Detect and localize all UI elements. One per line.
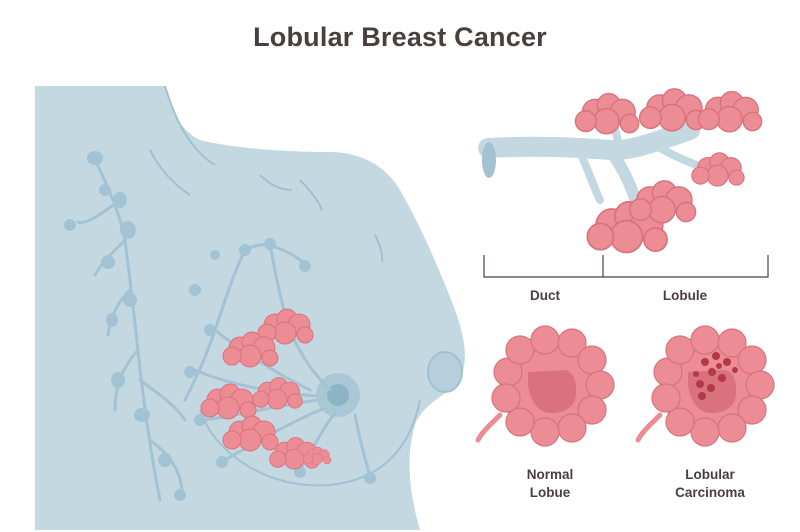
normal-lobule-label: Normal Lobue (505, 466, 595, 502)
nipple (427, 351, 463, 393)
normal-lobule-label-line1: Normal (526, 467, 574, 482)
diagram-title: Lobular Breast Cancer (253, 22, 547, 52)
duct-label: Duct (530, 288, 560, 303)
lobule-lumen (528, 370, 577, 414)
duct-opening (482, 142, 496, 178)
cancer-cells (693, 352, 738, 400)
lymph-nodes (64, 151, 376, 501)
lobular-carcinoma-label-line2: Carcinoma (675, 485, 745, 500)
normal-lobule-section (475, 325, 615, 447)
lobule-label: Lobule (662, 288, 708, 303)
duct-lobule-illustration (478, 88, 769, 278)
lobular-carcinoma-label: Lobular Carcinoma (660, 466, 760, 502)
lobular-carcinoma-label-line1: Lobular (685, 467, 735, 482)
carcinoma-lobule-section (635, 325, 775, 447)
bracket-lines (483, 255, 769, 278)
normal-lobule-label-line2: Lobue (529, 485, 571, 500)
lobule-clusters (574, 88, 763, 254)
